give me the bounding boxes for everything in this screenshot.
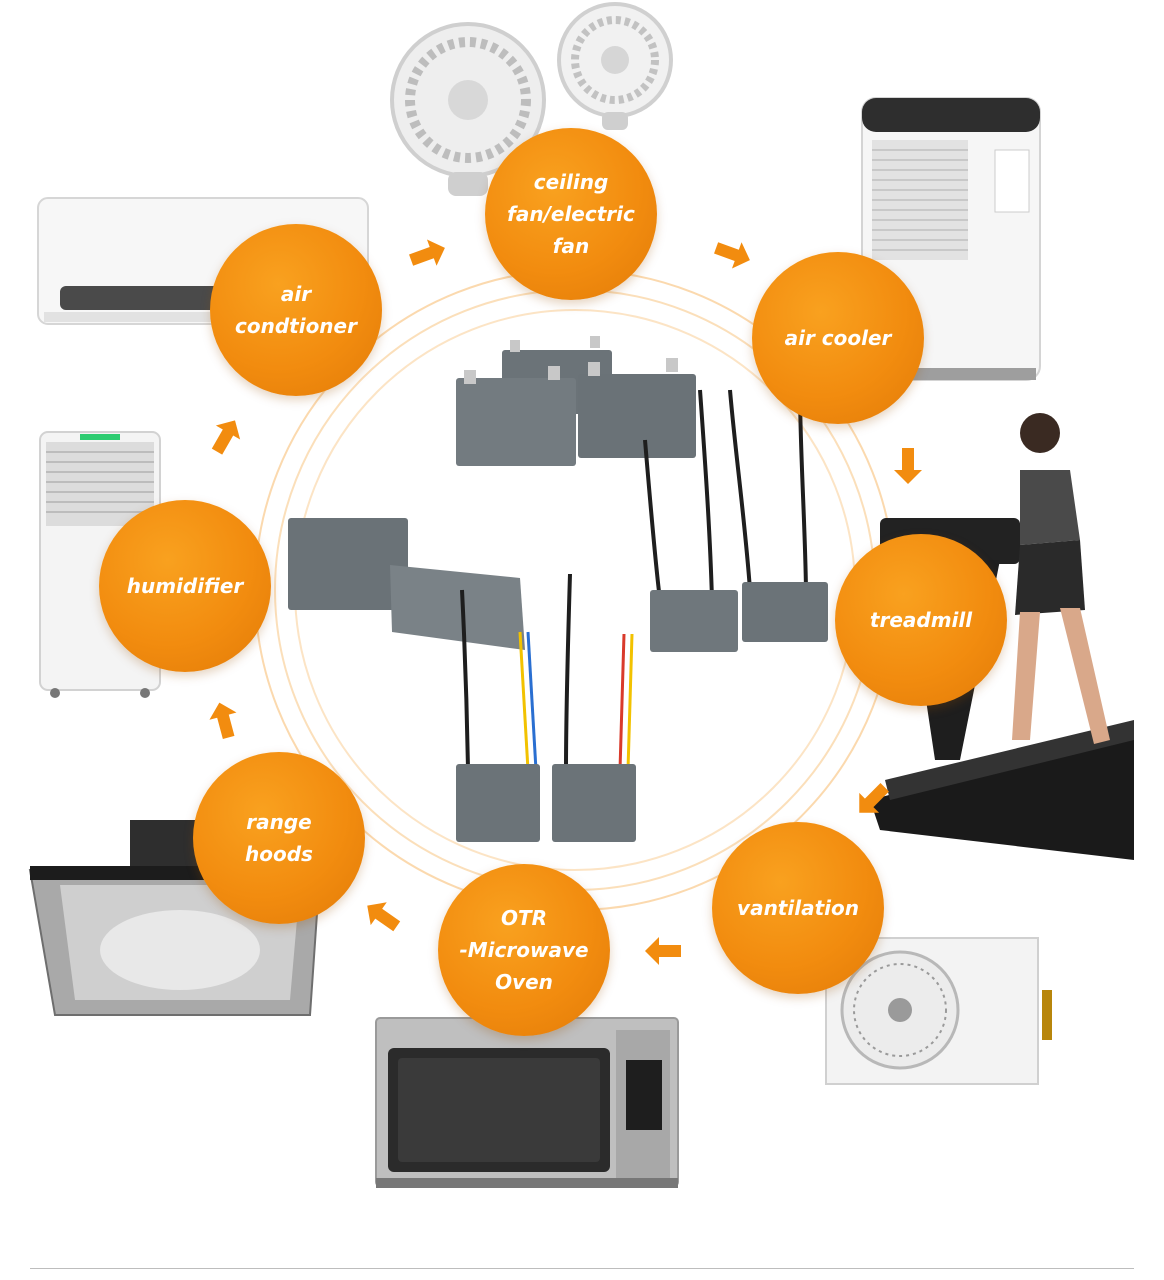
bubble-range-hoods: range hoods	[193, 752, 365, 924]
bubble-ceiling-fan: ceiling fan/electric fan	[485, 128, 657, 300]
bubble-label: range hoods	[245, 810, 313, 866]
bubble-air-conditioner: air condtioner	[210, 224, 382, 396]
arrow-ac-to-fan	[406, 234, 450, 274]
bubble-label: humidifier	[126, 574, 244, 598]
arrow-microwave-to-hood	[359, 894, 405, 938]
arrow-vent-to-microwave	[645, 937, 681, 965]
fan-icon	[390, 2, 673, 196]
bubble-label: OTR -Microwave Oven	[459, 906, 589, 994]
arrow-humidifier-to-ac	[204, 413, 248, 459]
bubble-microwave: OTR -Microwave Oven	[438, 864, 610, 1036]
bubble-label: air condtioner	[235, 282, 357, 338]
bubble-label: treadmill	[869, 608, 973, 632]
footer-divider	[30, 1268, 1134, 1269]
dehumidifier-icon	[861, 97, 1041, 381]
arrow-fan-to-cooler	[711, 234, 755, 274]
arrow-treadmill-to-vent	[849, 777, 895, 823]
bubble-air-cooler: air cooler	[752, 252, 924, 424]
bubble-ventilation: vantilation	[712, 822, 884, 994]
microwave-icon	[375, 1017, 679, 1188]
bubble-humidifier: humidifier	[99, 500, 271, 672]
capacitor-icon	[288, 336, 828, 842]
bubble-label: vantilation	[737, 896, 859, 920]
bubble-treadmill: treadmill	[835, 534, 1007, 706]
bubble-label: ceiling fan/electric fan	[507, 170, 635, 258]
arrow-hood-to-humidifier	[205, 698, 243, 742]
bubble-label: air cooler	[784, 326, 892, 350]
arrow-cooler-to-treadmill	[894, 448, 922, 484]
